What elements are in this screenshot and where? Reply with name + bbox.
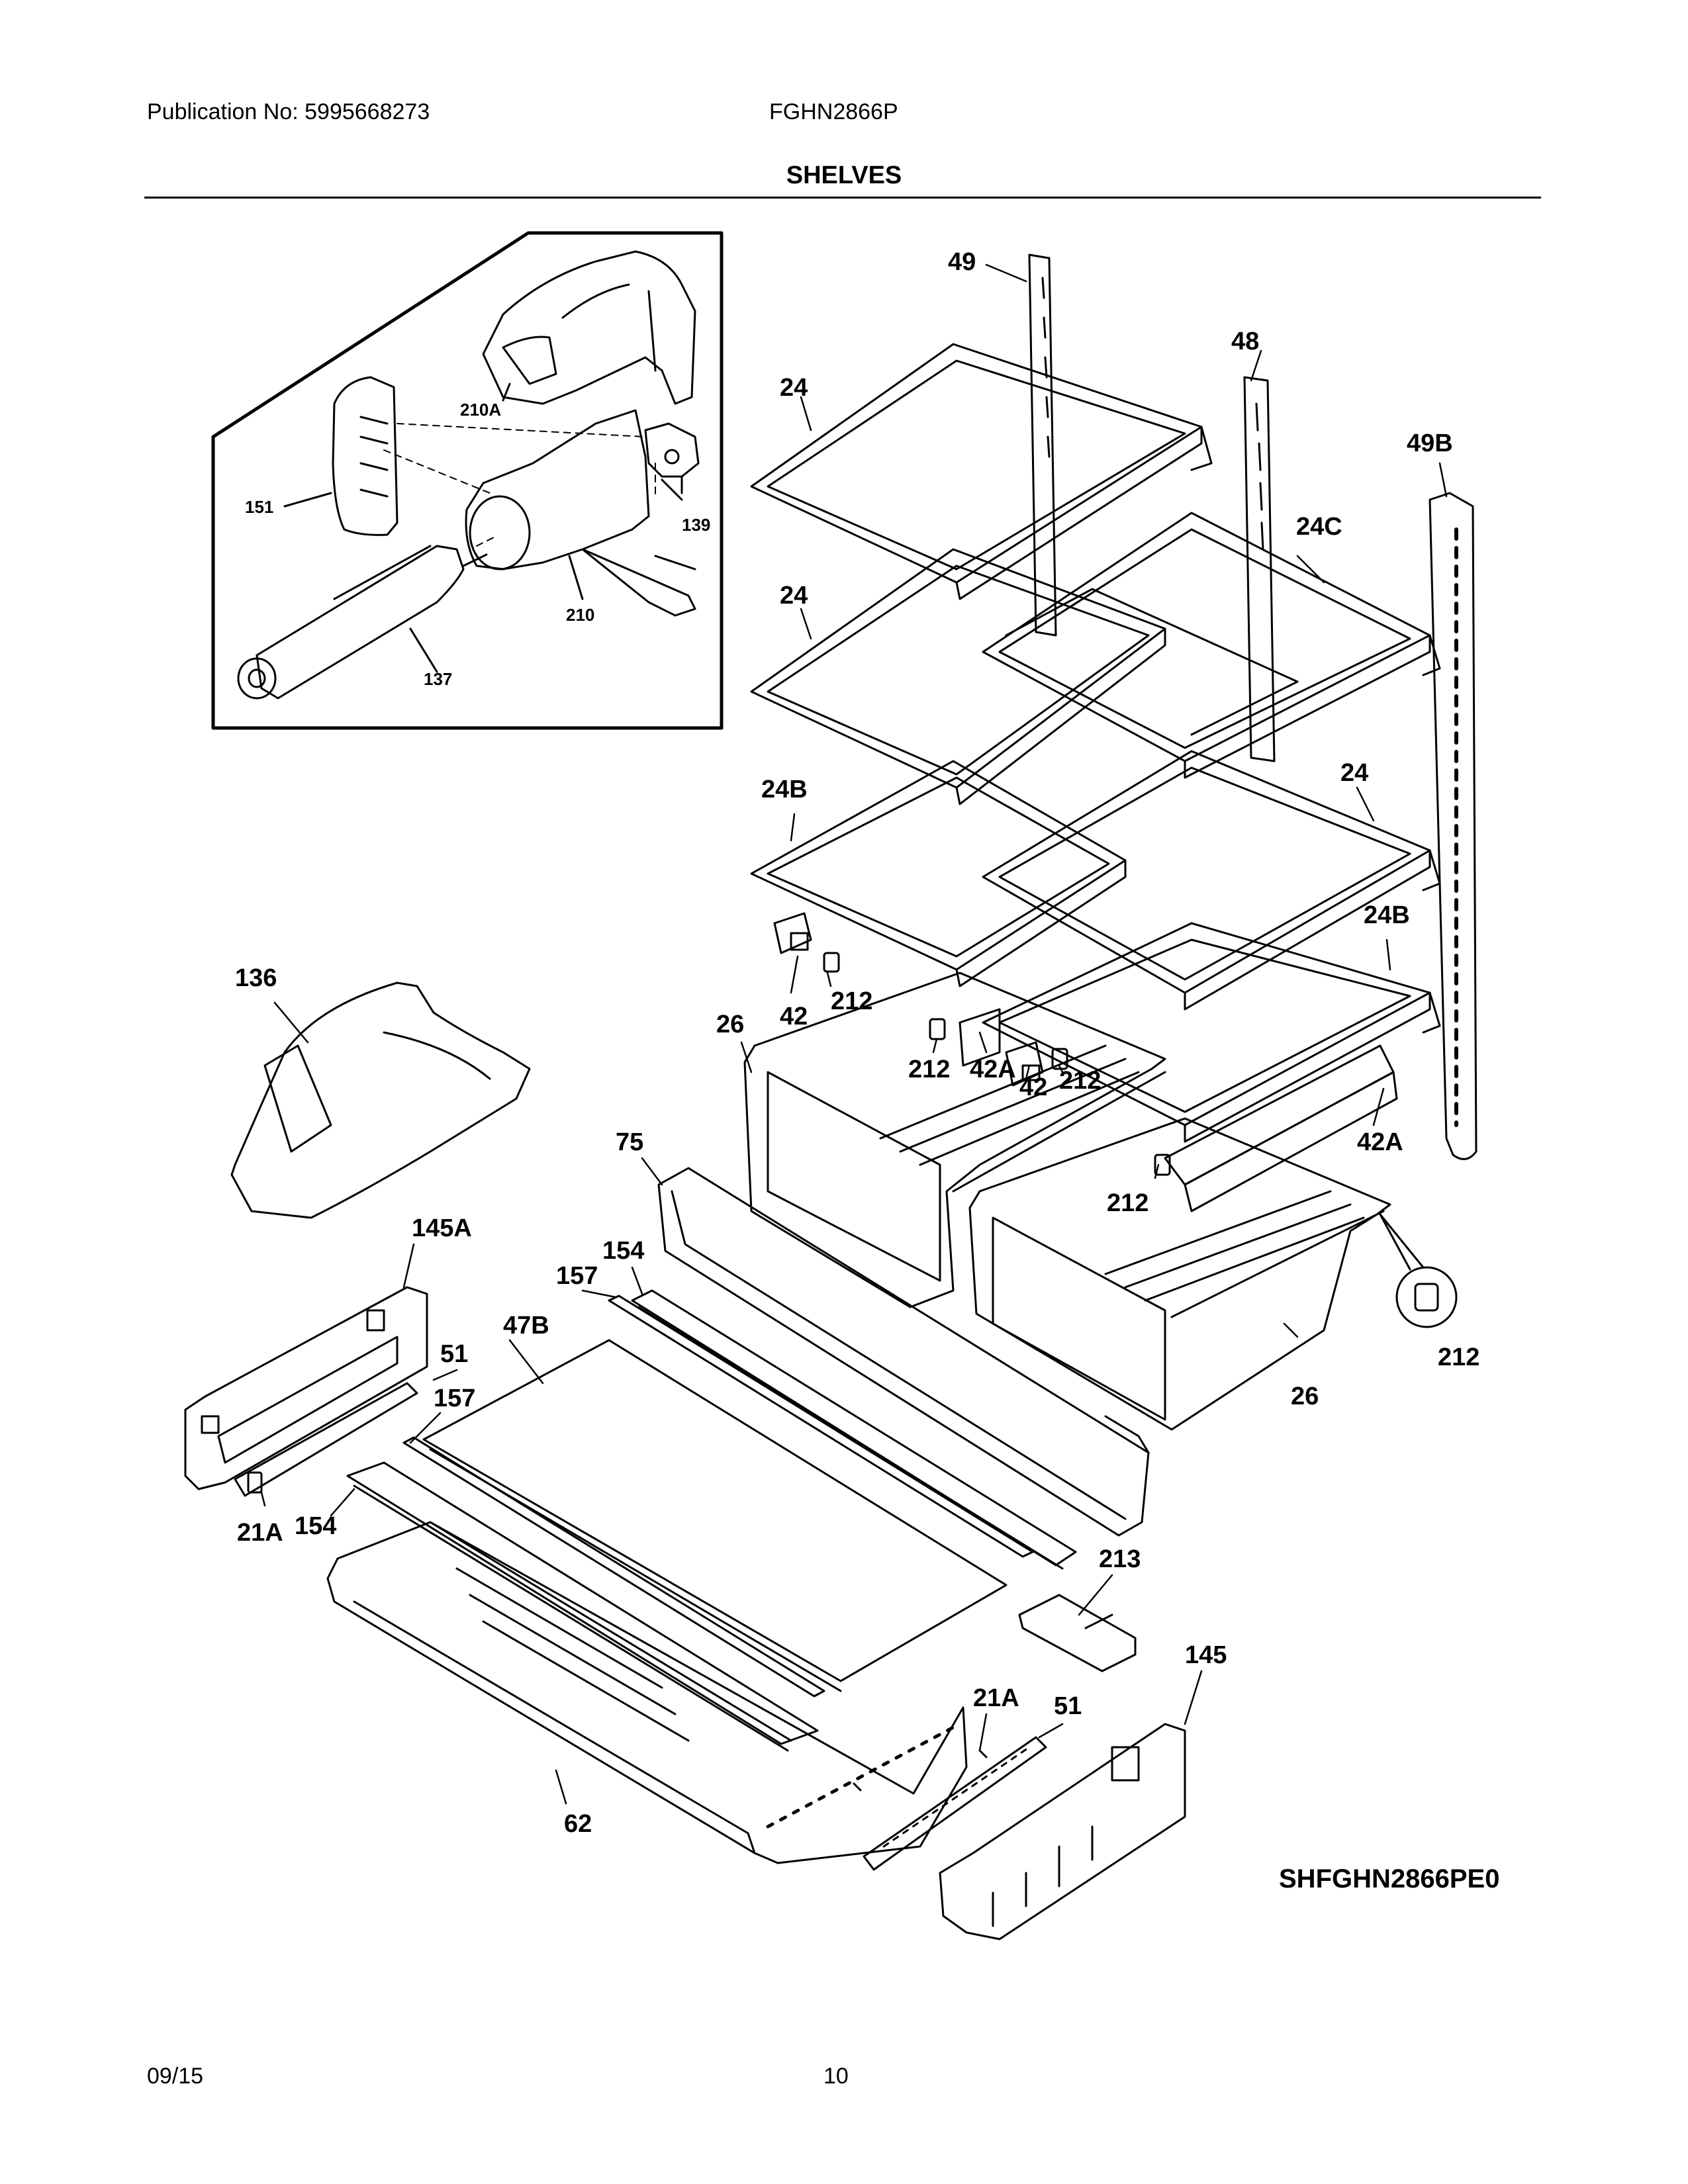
callout-49: 49 [948,248,976,276]
callout-212-c: 212 [1059,1067,1101,1095]
clip-212-a [823,952,840,973]
callout-151: 151 [245,497,273,517]
callout-24-a: 24 [780,374,808,402]
rail-51-left [234,1382,418,1497]
shelf-24b-left [750,760,1127,987]
trim-154-lower [346,1461,819,1752]
diagram-code: SHFGHN2866PE0 [1279,1864,1499,1893]
callout-213: 213 [1099,1545,1141,1573]
callout-212-d: 212 [1107,1189,1149,1217]
shelf-24-mid-left [750,548,1166,805]
rail-48 [1243,376,1276,762]
callout-157-b: 157 [434,1385,475,1412]
bracket-42-left [773,912,812,954]
callout-26-b: 26 [1291,1383,1319,1410]
callout-136: 136 [235,964,277,992]
footer-date: 09/15 [147,2064,204,2089]
callout-212-e: 212 [1438,1343,1479,1371]
screw-21a [853,1749,988,1792]
clip-212-detail [1379,1213,1458,1328]
callout-42a-b: 42A [1357,1128,1403,1156]
seal-157-lower [402,1436,825,1698]
filter-head-part [332,376,399,536]
callout-21a-a: 21A [237,1519,283,1547]
rail-42a-right [1164,1044,1398,1212]
callout-62: 62 [564,1810,592,1838]
clip-212-b [929,1018,946,1040]
footer-page-number: 10 [823,2064,849,2089]
callout-154-a: 154 [602,1237,644,1265]
callout-24c: 24C [1296,513,1342,541]
leader-lines [260,263,1448,1805]
shelf-24b-right [982,922,1441,1143]
shelf-24-top [750,343,1213,600]
callout-49b: 49B [1407,430,1453,457]
callout-48: 48 [1231,328,1259,355]
title-rule [144,197,1541,199]
callout-157-a: 157 [556,1262,598,1290]
rail-49 [1028,253,1057,637]
trim-154-upper [631,1289,1077,1570]
callout-47b: 47B [503,1312,549,1340]
shelf-24c [982,512,1441,779]
page-title: SHELVES [786,161,902,189]
bracket-145a [184,1286,428,1490]
rail-49b [1429,492,1477,1160]
model-number: FGHN2866P [769,99,898,124]
callout-145: 145 [1185,1641,1227,1669]
pad-213 [1018,1594,1137,1672]
callout-24-c: 24 [1340,759,1368,787]
pan-62 [326,1521,968,1864]
callout-42-a: 42 [780,1003,808,1030]
callout-75: 75 [616,1128,643,1156]
inset-frame [211,231,724,730]
crisper-right [968,1117,1391,1431]
callout-51-b: 51 [1054,1692,1082,1720]
callout-24b-b: 24B [1364,901,1410,929]
crisper-left [743,972,1166,1308]
callout-42a-a: 42A [970,1056,1016,1083]
callout-137: 137 [424,669,452,689]
shelf-24-mid-right [982,750,1441,1011]
publication-number: Publication No: 5995668273 [147,99,430,124]
callout-212-b: 212 [908,1056,950,1083]
valve-part [644,422,700,494]
callout-51-a: 51 [440,1340,468,1368]
filter-inset [211,231,724,730]
callout-145a: 145A [412,1214,472,1242]
callout-210: 210 [566,605,594,625]
bracket-145 [939,1723,1186,1940]
callout-210a: 210A [460,400,501,420]
callout-139: 139 [682,515,710,535]
callout-26-a: 26 [716,1011,744,1038]
filter-housing-part [465,409,696,617]
cover-75 [657,1167,1150,1537]
handle-136 [230,981,531,1219]
rail-51-right [863,1736,1047,1871]
callout-24b-a: 24B [761,776,808,803]
inset-labels: 210A 151 139 210 137 [245,400,710,689]
callout-labels: 49 48 49B 24 24C 24 24B 24 24B 136 42 21… [235,248,1479,1838]
seal-157-upper [608,1295,1034,1558]
callout-42-b: 42 [1019,1073,1047,1101]
callout-212-a: 212 [831,987,872,1015]
callout-24-b: 24 [780,582,808,610]
clip-212-c [1051,1048,1068,1070]
callout-154-b: 154 [295,1512,336,1540]
filter-cartridge-part [237,545,488,700]
filter-cover-part [482,250,696,405]
bracket-42a-mid [959,1008,1001,1067]
callout-21a-b: 21A [973,1684,1019,1712]
